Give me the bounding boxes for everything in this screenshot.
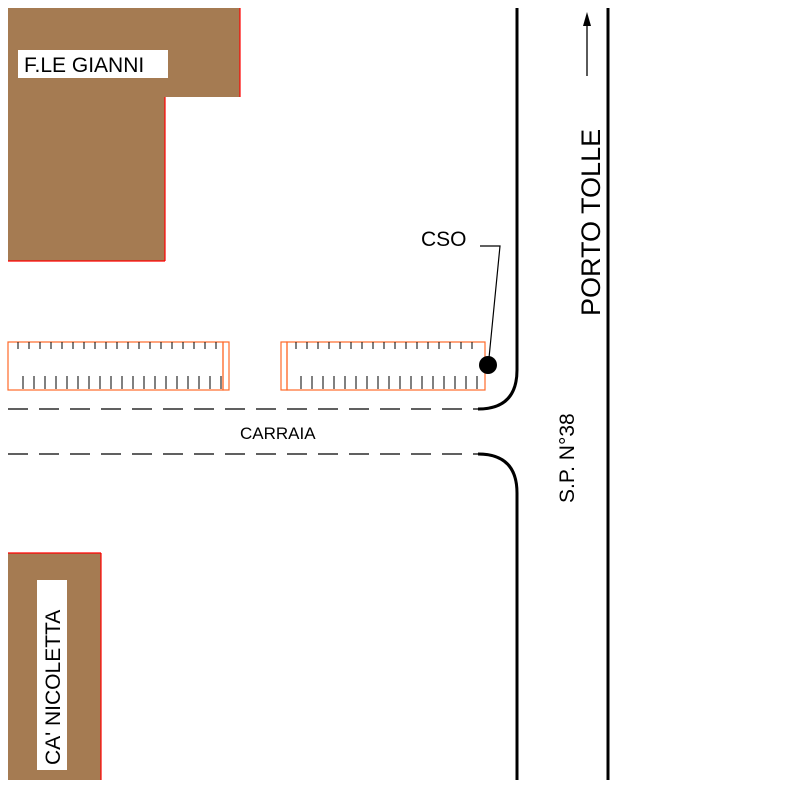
building-north-label-bg	[18, 50, 168, 78]
ditch-east	[280, 341, 486, 391]
arrow-up-icon	[583, 12, 591, 76]
point-leader-line	[480, 245, 501, 359]
building-south-label: CA' NICOLETTA	[42, 610, 65, 765]
ditch-west	[7, 341, 230, 391]
main-road-west-edge	[477, 8, 519, 411]
building-south-label-bg	[37, 580, 67, 770]
main-road-west-edge-south	[477, 452, 519, 780]
side-road-label: CARRAIA	[240, 424, 316, 443]
building-north-label: F.LE GIANNI	[24, 54, 144, 77]
main-road-label: S.P. N°38	[556, 413, 579, 503]
building-north	[8, 8, 240, 261]
filled-circle-icon	[479, 356, 497, 374]
direction-label: PORTO TOLLE	[576, 129, 606, 316]
point-label: CSO	[421, 228, 467, 251]
